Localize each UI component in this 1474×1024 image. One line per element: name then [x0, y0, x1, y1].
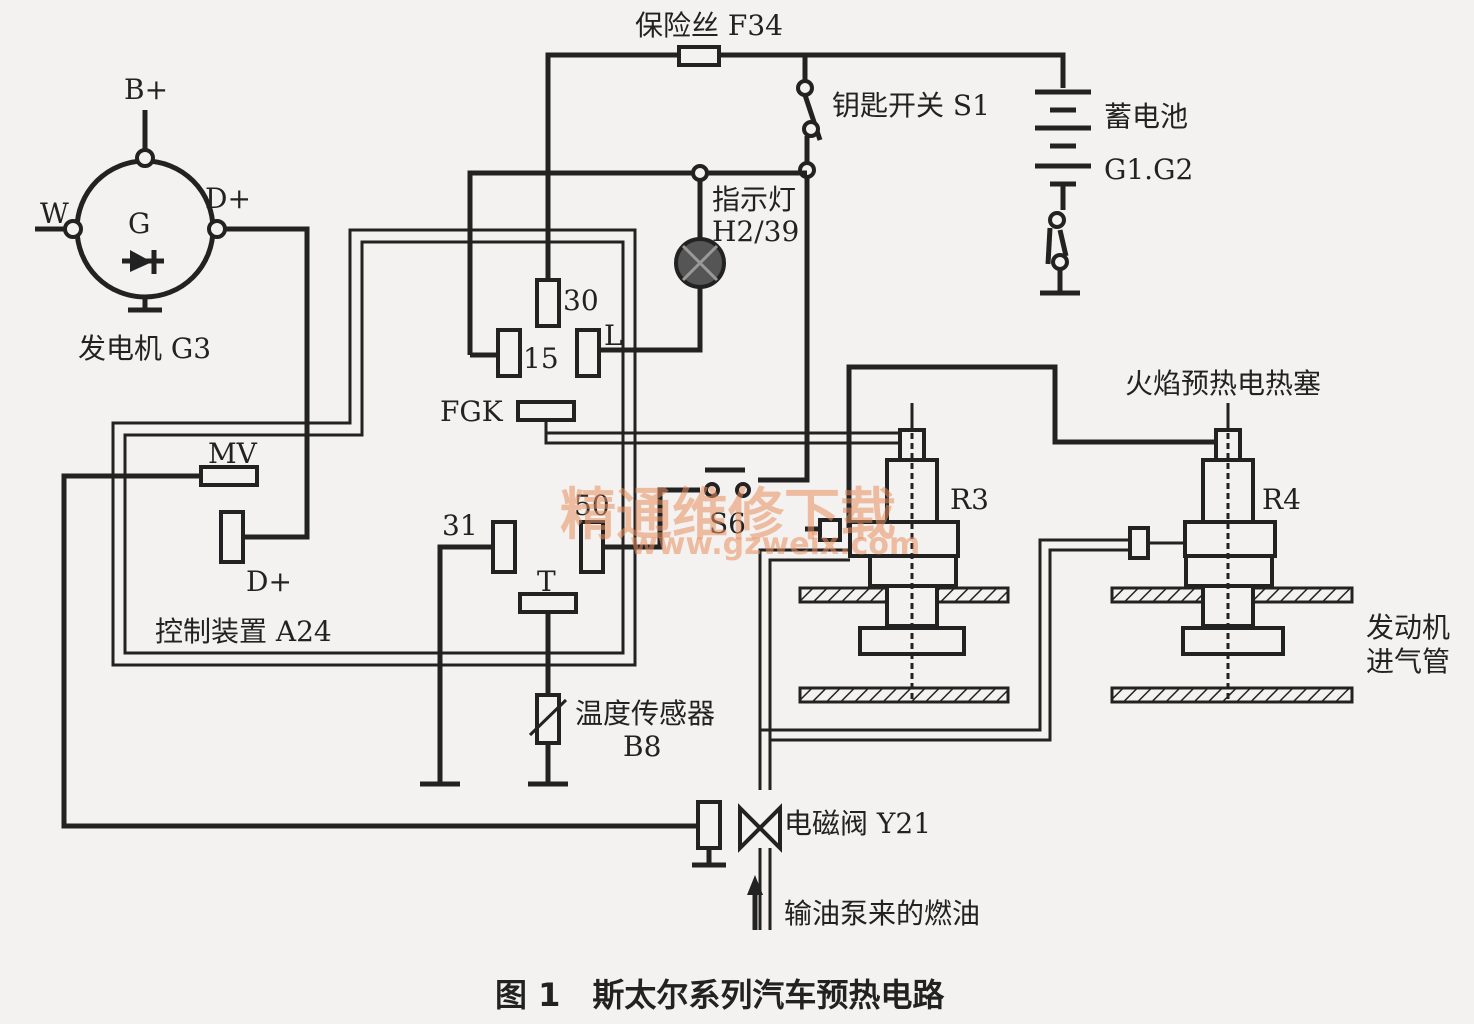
pin-t-label: T: [537, 565, 556, 598]
battery-id-label: G1.G2: [1104, 153, 1194, 186]
key-switch-contact-top: [796, 79, 814, 97]
temp-sensor-label: 温度传感器: [575, 697, 716, 730]
key-switch-label: 钥匙开关 S1: [832, 89, 990, 122]
controller-label: 控制装置 A24: [155, 615, 332, 648]
indicator-label: 指示灯: [712, 183, 797, 216]
s6-label: S6: [709, 507, 746, 540]
generator-g-label: G: [128, 207, 151, 240]
glow-plug-label: 火焰预热电热塞: [1125, 367, 1322, 400]
generator-label: 发电机 G3: [78, 332, 212, 365]
generator-w-label: W: [40, 197, 69, 230]
fuse-symbol: [677, 45, 721, 67]
pin-31-label: 31: [442, 509, 478, 542]
d-plus-pin-label: D+: [246, 565, 292, 598]
mv-label: MV: [208, 437, 257, 470]
battery-symbol: [1035, 89, 1091, 296]
controller-outline-outer: [111, 228, 637, 667]
fgk-label: FGK: [440, 395, 503, 428]
indicator-junction: [691, 164, 709, 182]
pin-30-label: 30: [563, 284, 599, 317]
pin-15-box: [496, 328, 522, 378]
pin-50-label: 50: [574, 489, 610, 522]
watermark-url: www.gzweix.com: [630, 527, 921, 562]
pin-15-label: 15: [523, 342, 559, 375]
controller-outline-inner: [123, 240, 625, 655]
fuse-label: 保险丝 F34: [635, 9, 783, 42]
pin-l-label: L: [604, 319, 623, 352]
glow-plug-r3: [848, 403, 966, 700]
intake-label-2: 进气管: [1366, 645, 1451, 678]
fuel-label: 输油泵来的燃油: [784, 897, 981, 930]
key-switch-contact-bottom: [802, 120, 820, 138]
valve-label: 电磁阀 Y21: [784, 807, 932, 840]
d-plus-pin-box: [219, 510, 245, 564]
watermark-main: 精通维修下载: [560, 483, 896, 548]
glow-plug-r4: [1181, 403, 1285, 700]
pin-l-box: [575, 328, 601, 378]
generator-b-plus-label: B+: [124, 73, 169, 106]
r3-label: R3: [950, 483, 989, 516]
battery-label: 蓄电池: [1104, 100, 1189, 133]
pin-30-box: [535, 278, 561, 328]
pin-31-box: [491, 520, 517, 574]
intake-label: 发动机: [1366, 611, 1451, 644]
indicator-id-label: H2/39: [712, 215, 800, 248]
figure-caption: 图 1 斯太尔系列汽车预热电路: [495, 976, 945, 1014]
fgk-box: [516, 400, 576, 422]
generator-d-plus-label: D+: [205, 182, 251, 215]
switch-down-wire: [758, 177, 810, 483]
r4-label: R4: [1262, 483, 1301, 516]
solenoid-valve-y21: [692, 800, 782, 930]
temp-sensor-id-label: B8: [623, 730, 662, 763]
